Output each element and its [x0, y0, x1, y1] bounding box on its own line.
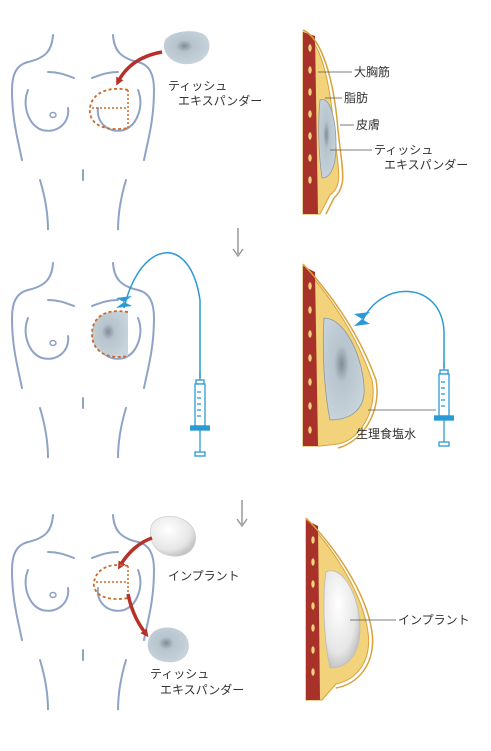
section-label-expander-line2: エキスパンダー [384, 157, 468, 172]
step2-torso [11, 262, 155, 458]
step2-cross-section [302, 263, 378, 449]
step3-implant-label: インプラント [168, 569, 240, 583]
section-label-fat: 脂肪 [344, 90, 368, 105]
step2-syringe-section [434, 362, 454, 447]
step2-expander-front [91, 310, 129, 358]
step3-removed-label-line2: エキスパンダー [160, 682, 244, 697]
step3-removed-label-line1: ティッシュ [150, 667, 209, 681]
step1-dashed-pocket [89, 87, 129, 130]
step2-saline-label: 生理食塩水 [356, 426, 416, 441]
step1-expander-shape [163, 31, 210, 65]
step3-arrow-out [126, 593, 149, 638]
step-arrow-2 [236, 500, 248, 528]
section-label-muscle: 大胸筋 [354, 64, 390, 79]
step1-arrow [116, 50, 163, 86]
step-arrow-1 [232, 228, 244, 258]
step2-tube-section [361, 290, 445, 368]
step3-cross-section [305, 517, 374, 701]
step3-dashed-pocket [93, 564, 129, 600]
step2-valve-front [116, 296, 132, 308]
section-label-expander-line1: ティッシュ [374, 143, 433, 157]
step1-leader-lines [318, 71, 372, 151]
step1-front-label-line2: エキスパンダー [178, 93, 262, 108]
step2-valve-section [354, 312, 370, 326]
step1-front-label-line1: ティッシュ [168, 79, 227, 93]
step3-implant-shape [149, 516, 196, 557]
step3-section-implant-label: インプラント [398, 613, 470, 627]
step2-tube-front [123, 252, 201, 378]
step3-arrow-in [118, 536, 153, 570]
section-label-skin: 皮膚 [356, 117, 380, 132]
step1-cross-section [302, 29, 344, 215]
step3-removed-expander [147, 627, 189, 663]
step2-syringe-front [190, 372, 210, 457]
